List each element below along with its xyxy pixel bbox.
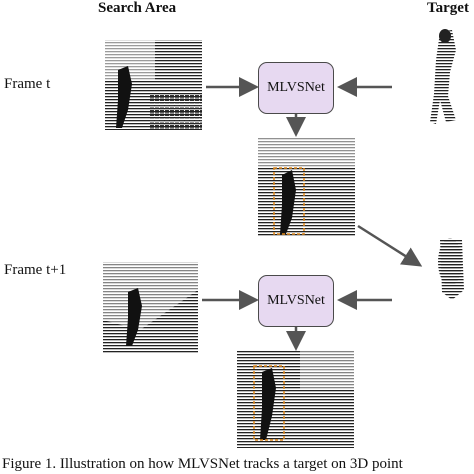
- frame-t-label: Frame t: [4, 76, 51, 92]
- target-header: Target: [427, 0, 469, 16]
- search-area-frame-t-pointcloud: [105, 40, 202, 130]
- mlvsnet-box-frame-t1: MLVSNet: [258, 275, 334, 327]
- target-template-frame-t1: [438, 238, 464, 300]
- mlvsnet-box-frame-t: MLVSNet: [258, 62, 334, 114]
- search-area-frame-t1-pointcloud: [103, 262, 198, 354]
- search-area-header: Search Area: [98, 0, 177, 16]
- result-frame-t1-pointcloud: [237, 350, 354, 448]
- result-frame-t-pointcloud: [258, 137, 355, 237]
- target-template-frame-t: [430, 29, 456, 124]
- arrow-result-to-target: [357, 224, 423, 267]
- figure-caption: Figure 1. Illustration on how MLVSNet tr…: [2, 456, 403, 472]
- frame-t1-label: Frame t+1: [4, 262, 67, 278]
